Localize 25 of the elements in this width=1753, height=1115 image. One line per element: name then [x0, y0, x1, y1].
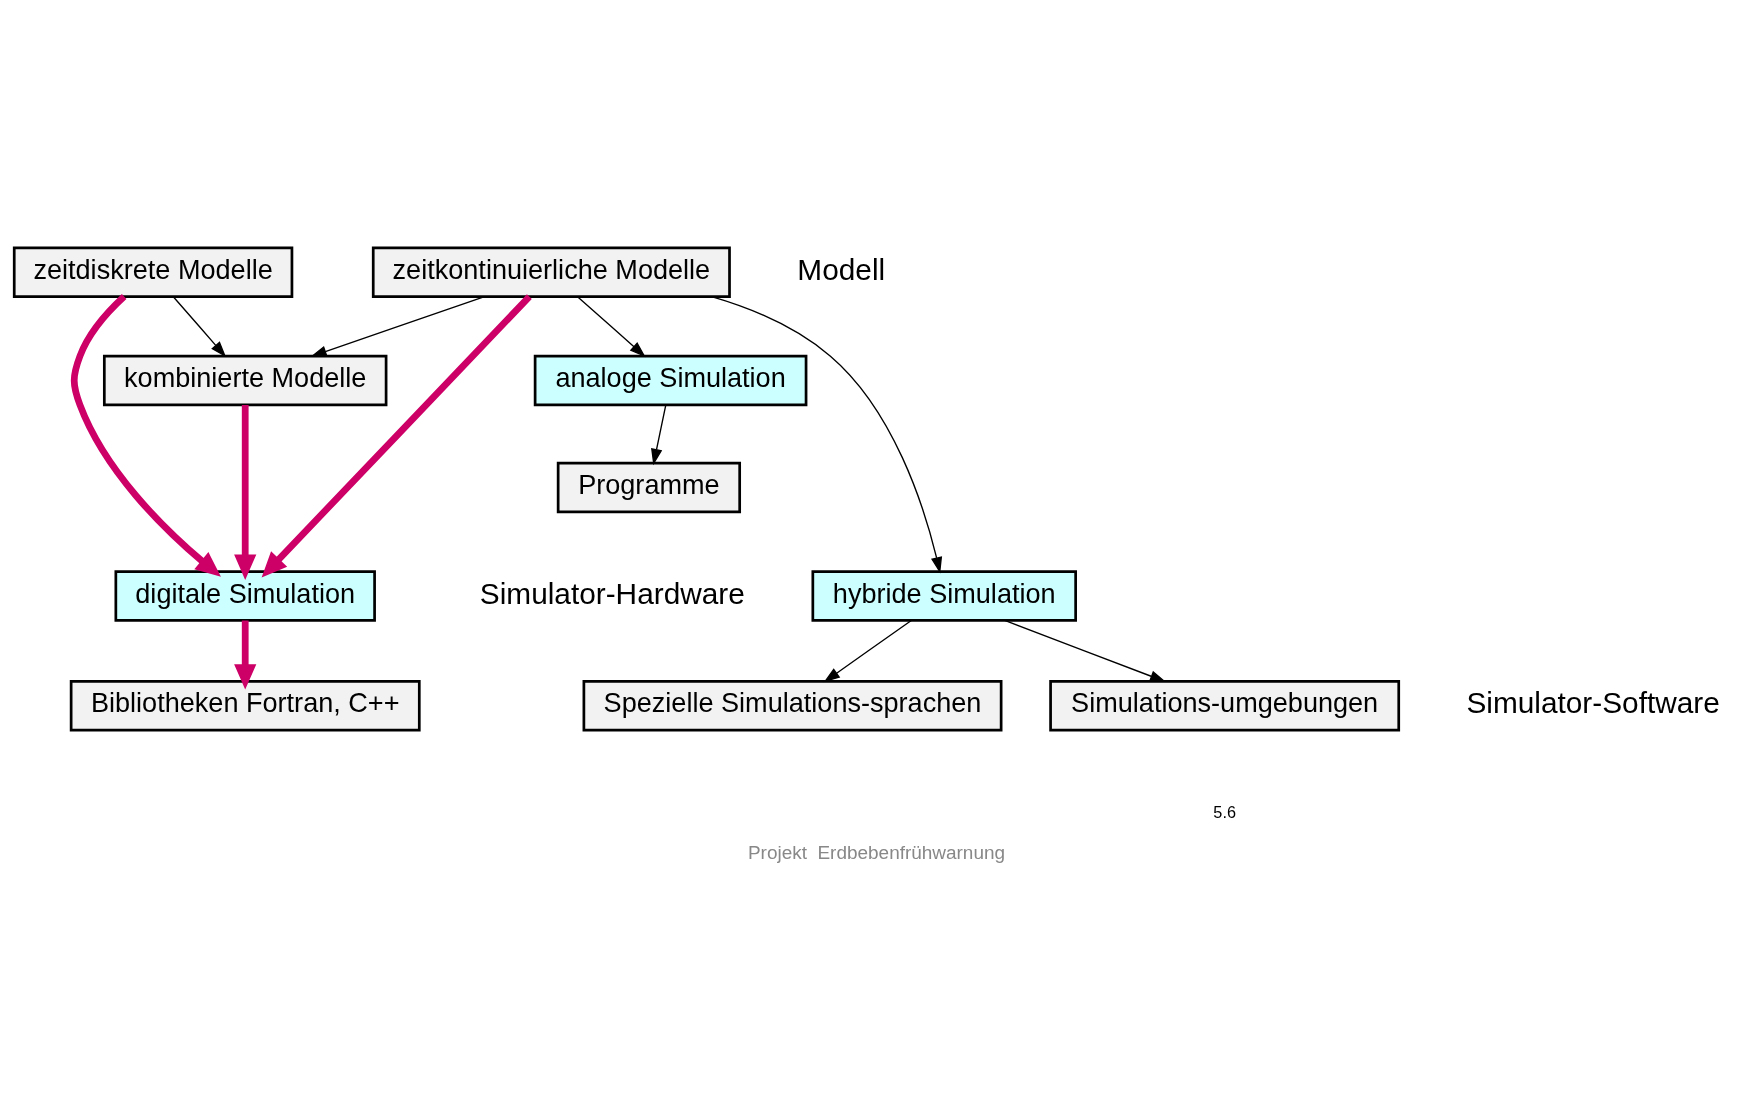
- node-box: zeitkontinuierliche Modelle: [371, 245, 731, 298]
- arrow: [823, 619, 912, 682]
- caption: Projekt Erdbebenfrühwarnung: [747, 841, 1006, 863]
- label: Simulator-Hardware: [479, 576, 745, 610]
- node-box: zeitdiskrete Modelle: [12, 245, 294, 298]
- arrow: [577, 295, 646, 357]
- arrow: [234, 620, 257, 690]
- arrow: [70, 293, 221, 577]
- node-box: Simulations-umgebungen: [1049, 679, 1401, 731]
- node-box: digitale Simulation: [114, 569, 376, 622]
- arrow: [310, 295, 486, 357]
- label: 5.6: [1213, 802, 1236, 821]
- node-box: Bibliotheken Fortran, C++: [69, 679, 421, 731]
- arrow: [1004, 619, 1167, 682]
- arrow: [651, 403, 667, 465]
- node-box: Spezielle Simulations-sprachen: [582, 679, 1003, 731]
- arrow: [261, 293, 532, 577]
- node-box: hybride Simulation: [811, 569, 1077, 622]
- arrow: [172, 295, 227, 357]
- node-box: Programme: [556, 461, 742, 513]
- label: Simulator-Software: [1466, 685, 1720, 719]
- node-box: kombinierte Modelle: [102, 354, 388, 406]
- arrow: [234, 404, 257, 580]
- node-box: analoge Simulation: [533, 354, 808, 406]
- label: Modell: [797, 252, 886, 286]
